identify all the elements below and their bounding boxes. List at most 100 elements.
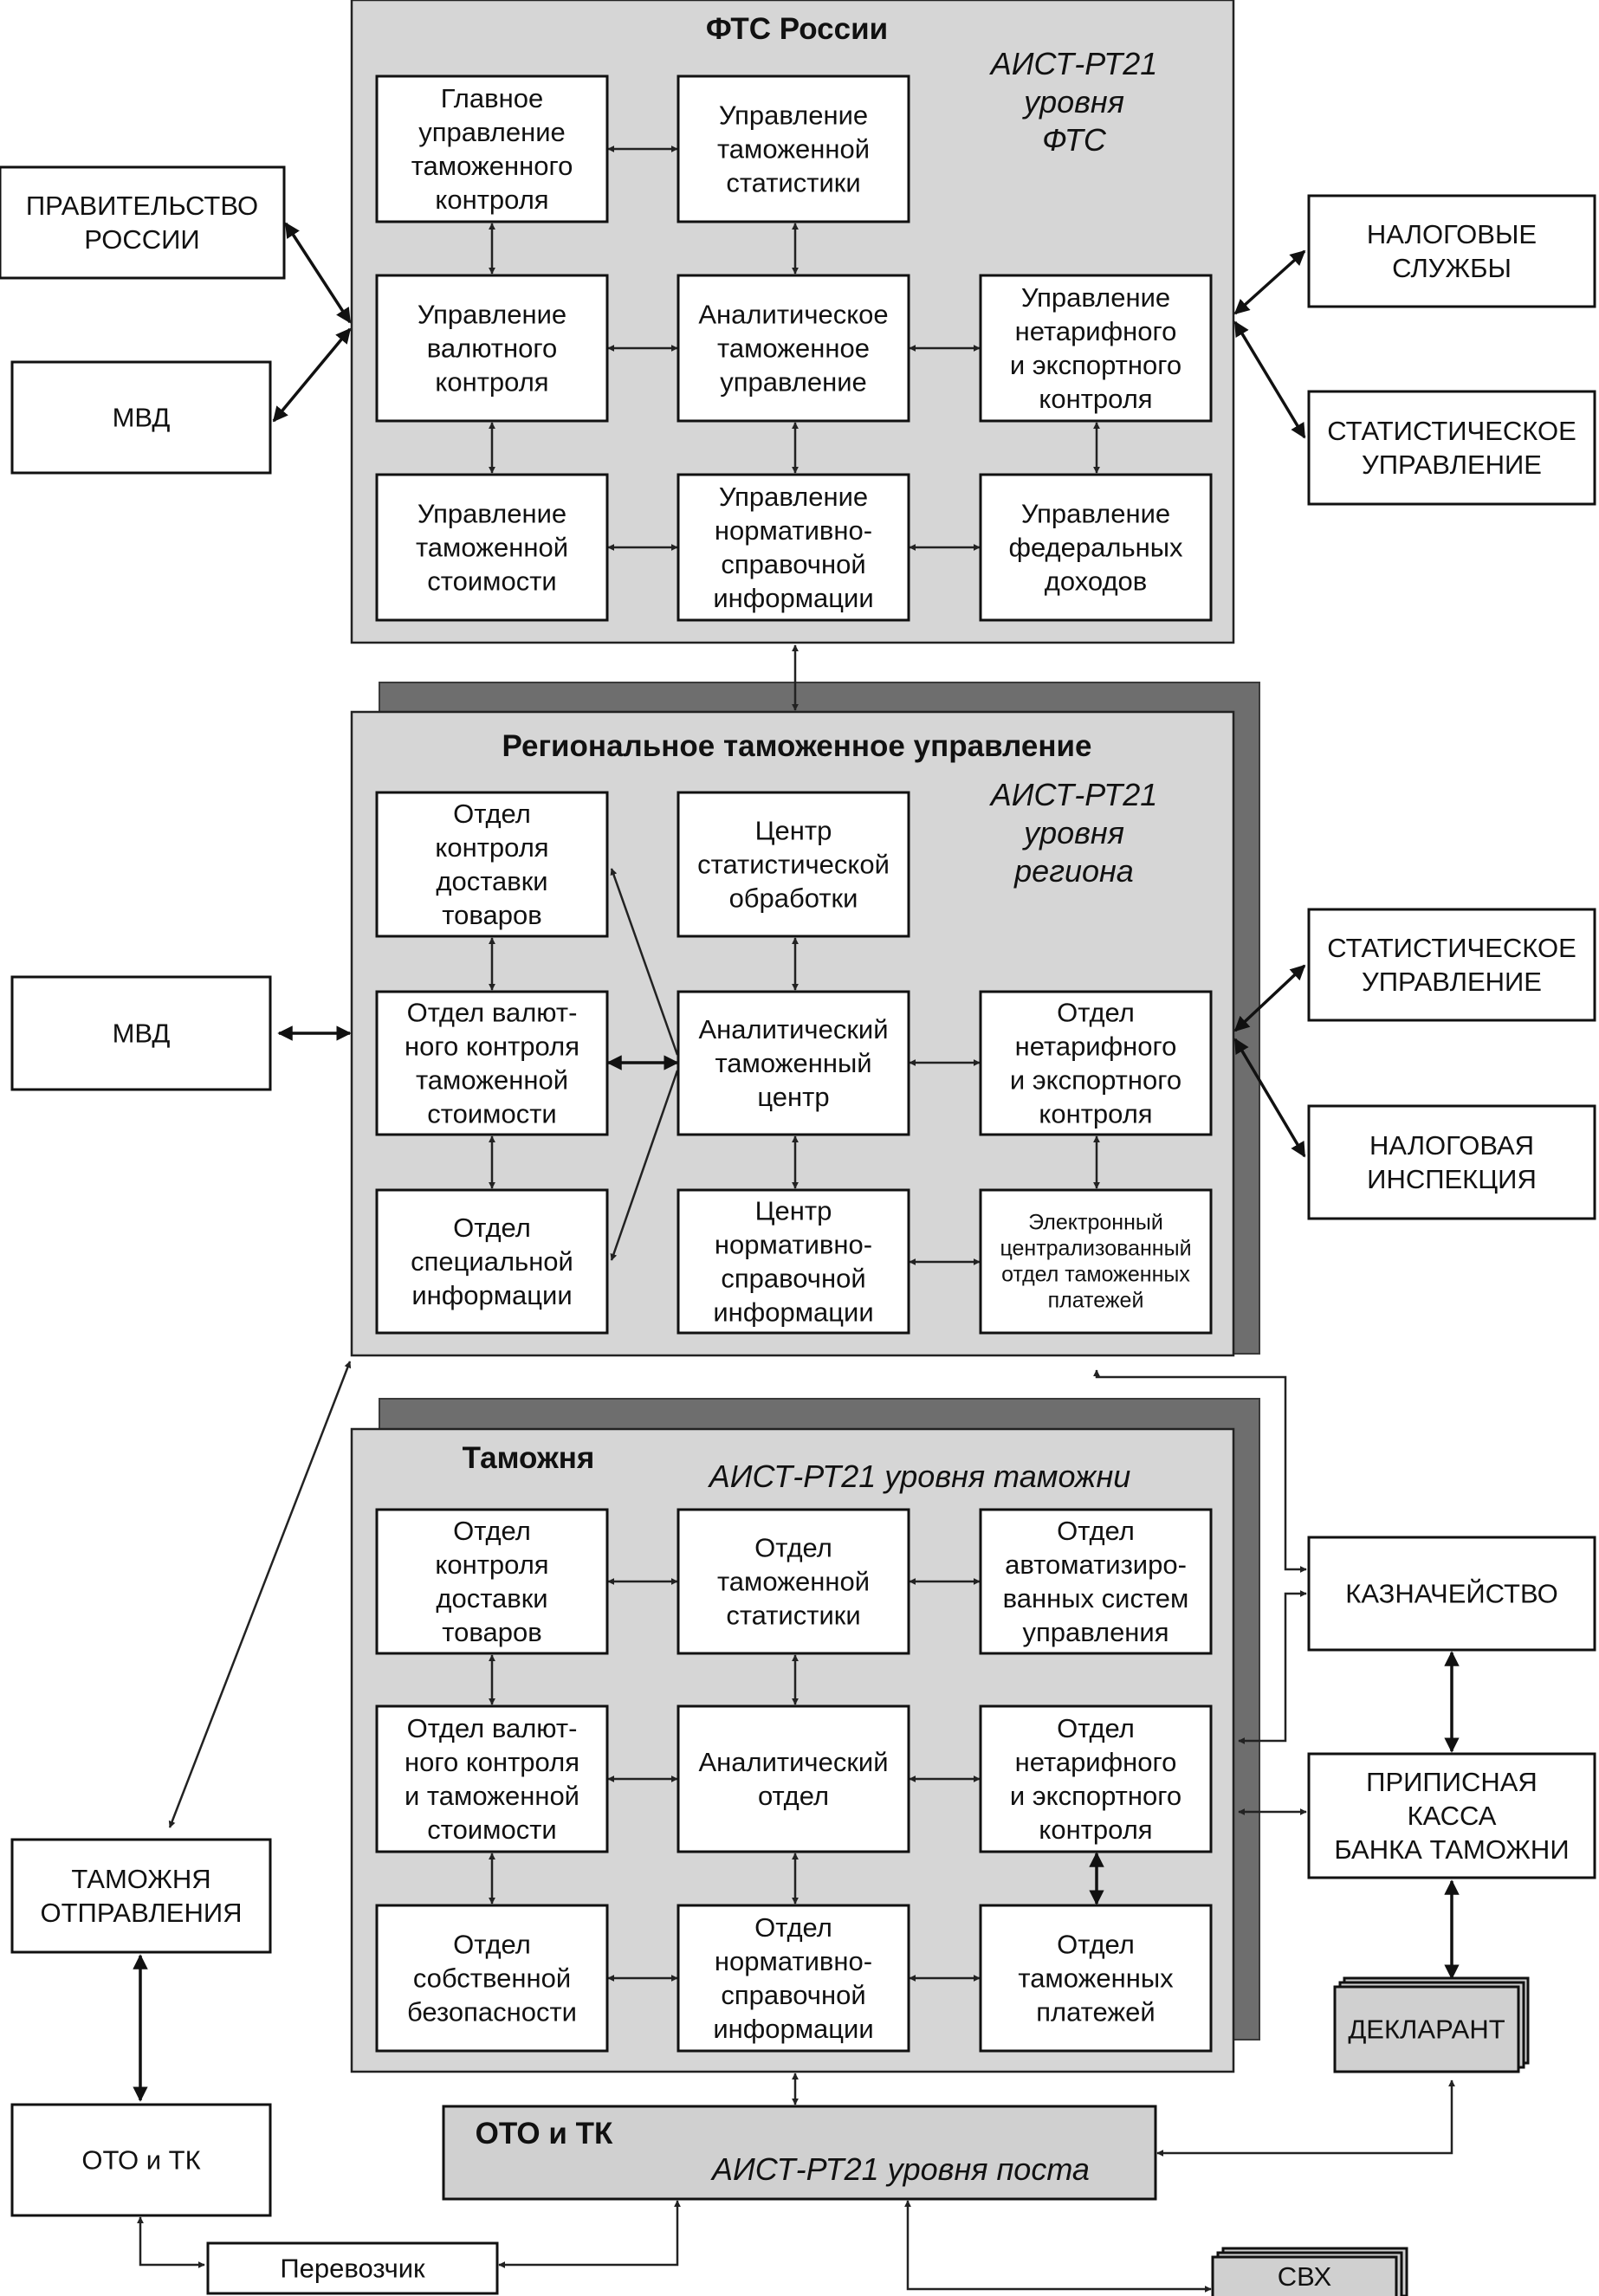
fts-nontariff-label-line: и экспортного [1010, 350, 1181, 380]
fts-reference-label-line: справочной [721, 549, 865, 579]
rtu-analytic-label-line: таможенный [715, 1048, 871, 1078]
departure-label-line: ОТПРАВЛЕНИЯ [40, 1898, 242, 1928]
rtu-stat-center-label-line: обработки [729, 883, 858, 914]
customs-analytic-label-line: отдел [758, 1781, 829, 1811]
rtu-nontariff-label-line: Отдел [1057, 998, 1135, 1028]
fts-main-control-label-line: контроля [435, 184, 548, 215]
rtu-special-label-line: Отдел [453, 1213, 531, 1243]
customs-delivery-label-line: Отдел [453, 1516, 531, 1546]
fts-main-control-label-line: управление [418, 117, 566, 147]
tax-inspection-label-line: НАЛОГОВАЯ [1369, 1130, 1534, 1161]
fts-reference-label-line: информации [713, 583, 873, 613]
rtu-reference-label-line: нормативно- [715, 1230, 872, 1260]
customs-reference-label-line: Отдел [754, 1912, 832, 1943]
declarant-stack [1333, 1976, 1530, 2073]
stat-mid-label-line: СТАТИСТИЧЕСКОЕ [1327, 933, 1576, 963]
rtu-reference-label-line: справочной [721, 1264, 865, 1294]
svg-text:АИСТ-РТ21: АИСТ-РТ21 [989, 777, 1158, 812]
fts-currency-label-line: валютного [427, 333, 557, 364]
customs-currency-label-line: ного контроля [405, 1747, 579, 1777]
customs-automated-label-line: автоматизиро- [1005, 1549, 1187, 1580]
customs-statistics-label-line: таможенной [717, 1567, 870, 1597]
rtu-special-label-line: информации [411, 1280, 572, 1310]
rtu-delivery-label-line: доставки [436, 866, 547, 896]
fts-nontariff-label-line: нетарифного [1015, 316, 1177, 346]
customs-nontariff-label-line: нетарифного [1015, 1747, 1177, 1777]
customs-nontariff-label-line: и экспортного [1010, 1781, 1181, 1811]
svh-stack [1211, 2247, 1408, 2296]
bank-label-line: ПРИПИСНАЯ [1366, 1767, 1538, 1797]
customs-title: Таможня [463, 1441, 595, 1475]
rtu-system-label: АИСТ-РТ21 уровня региона [989, 777, 1158, 889]
customs-automated-label-line: Отдел [1057, 1516, 1135, 1546]
rtu-nontariff-label-line: контроля [1039, 1099, 1152, 1129]
rtu-nontariff-label-line: и экспортного [1010, 1065, 1181, 1096]
fts-reference-box: Управлениенормативно-справочнойинформаци… [676, 473, 910, 622]
customs-security-label-line: безопасности [407, 1997, 577, 2028]
fts-value-label-line: стоимости [427, 566, 556, 597]
tax-inspection-label-line: ИНСПЕКЦИЯ [1367, 1164, 1537, 1194]
rtu-delivery-label-line: Отдел [453, 799, 531, 829]
rtu-currency-label-line: стоимости [427, 1099, 556, 1129]
external-connectors [133, 222, 1460, 2293]
customs-nontariff-label-line: Отдел [1057, 1713, 1135, 1743]
fts-statistics-label-line: Управление [719, 100, 868, 131]
rtu-payments-label-line: платежей [1048, 1289, 1144, 1313]
svg-text:уровня: уровня [1021, 815, 1124, 850]
customs-nontariff-label-line: контроля [1039, 1814, 1152, 1845]
fts-analytic-label-line: Аналитическое [698, 300, 888, 330]
customs-delivery-label-line: товаров [442, 1617, 541, 1647]
bank-label-line: БАНКА ТАМОЖНИ [1334, 1834, 1569, 1865]
svh-label-line: СВХ [1278, 2261, 1332, 2292]
rtu-currency-label-line: ного контроля [405, 1032, 579, 1062]
declarant-box: ДЕКЛАРАНТ [1348, 2015, 1505, 2045]
post-system-label: АИСТ-РТ21 уровня поста [710, 2151, 1090, 2187]
mvd-top-label-line: МВД [113, 403, 171, 433]
treasury-box: КАЗНАЧЕЙСТВО [1307, 1536, 1596, 1652]
rtu-analytic-label-line: Аналитический [698, 1014, 888, 1045]
customs-delivery-label-line: доставки [436, 1583, 547, 1614]
customs-reference-label-line: нормативно- [715, 1946, 872, 1976]
fts-main-control-label-line: Главное [441, 83, 543, 113]
fts-statistics-label-line: статистики [726, 168, 860, 198]
customs-analytic-label-line: Аналитический [698, 1747, 888, 1777]
fts-title: ФТС России [706, 12, 888, 46]
oto-tk-label-line: ОТО и ТК [81, 2145, 200, 2176]
fts-nontariff-label-line: контроля [1039, 384, 1152, 414]
fts-value-label-line: Управление [418, 499, 566, 529]
fts-analytic-label-line: таможенное [717, 333, 870, 364]
svg-text:уровня: уровня [1021, 84, 1124, 120]
rtu-delivery-label-line: контроля [435, 832, 548, 863]
svh-box: СВХ [1278, 2261, 1332, 2292]
fts-statistics-label-line: таможенной [717, 134, 870, 165]
declarant-label-line: ДЕКЛАРАНТ [1348, 2015, 1505, 2045]
customs-currency-label-line: и таможенной [405, 1781, 579, 1811]
customs-payments-label-line: таможенных [1018, 1963, 1174, 1994]
mvd-mid-label-line: МВД [113, 1019, 171, 1049]
customs-statistics-label-line: статистики [726, 1601, 860, 1631]
unit-boxes: ГлавноеуправлениетаможенногоконтроляУпра… [0, 74, 1596, 2295]
customs-analytic-box: Аналитический отдел [676, 1704, 910, 1853]
stat-top-label-line: СТАТИСТИЧЕСКОЕ [1327, 416, 1576, 446]
